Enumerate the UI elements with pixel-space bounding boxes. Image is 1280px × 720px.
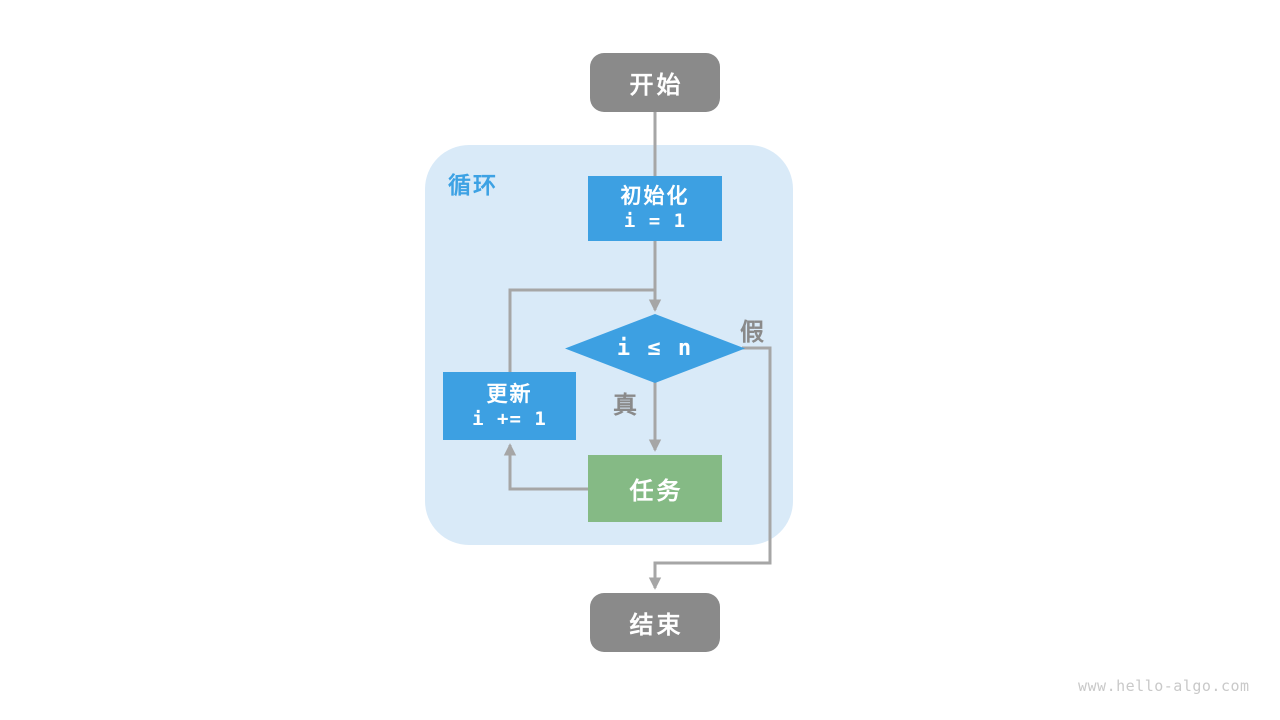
update-node-label: 更新 [486,381,533,406]
start-node: 开始 [590,53,720,112]
condition-node-label: i ≤ n [616,336,694,361]
task-node-label: 任务 [629,477,684,505]
update-node-code: i += 1 [472,407,547,430]
end-node: 结束 [590,593,720,652]
update-node: 更新 i += 1 [443,372,576,440]
end-node-label: 结束 [629,611,684,639]
init-node-code: i = 1 [623,210,687,233]
task-node: 任务 [588,455,722,522]
loop-scope-label: 循环 [448,173,498,199]
init-node: 初始化 i = 1 [588,176,722,241]
start-node-label: 开始 [629,71,684,99]
init-node-label: 初始化 [620,184,690,209]
false-branch-label: 假 [740,318,764,346]
true-branch-label: 真 [613,391,637,419]
watermark: www.hello-algo.com [1078,677,1250,695]
